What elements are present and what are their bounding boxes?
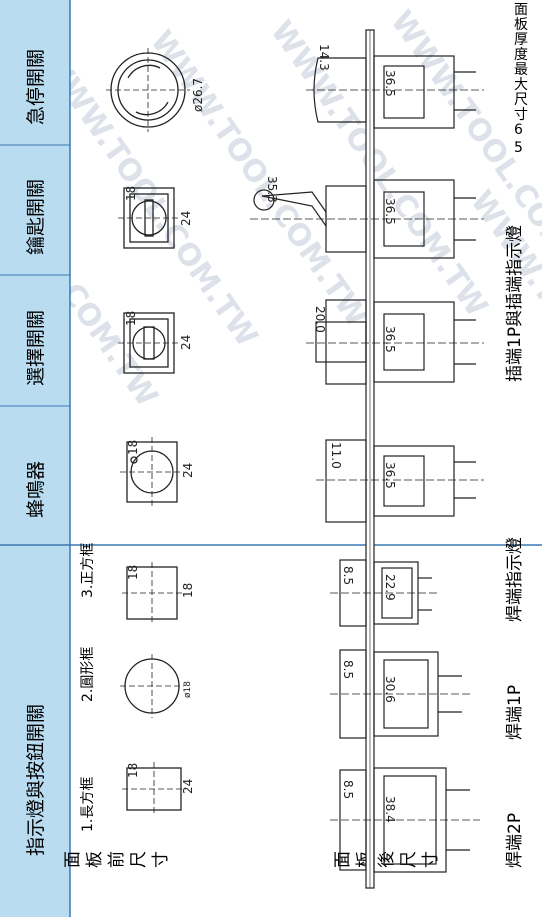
front-row-label: 面 板 前 尺 寸 (63, 851, 171, 868)
back-label-char: 面 (333, 851, 353, 868)
dim-1p-b: 30.6 (383, 676, 397, 703)
front-label-char: 面 (63, 851, 83, 868)
frame-type-square: 3.正方框 (80, 543, 96, 598)
dim-rect-h: 24 (181, 779, 195, 794)
dim-square-w: 18 (126, 565, 140, 580)
dim-key-b: 36.5 (383, 198, 397, 225)
dim-rect-w: 18 (126, 763, 140, 778)
header-key: 鑰匙開關 (25, 179, 47, 255)
back-buzzer-body (325, 439, 367, 523)
dim-key-w: 18 (124, 186, 138, 201)
frame-type-rect: 1.長方框 (80, 777, 96, 832)
dim-estop-d: ø26.7 (191, 78, 205, 112)
dim-selector-h: 24 (179, 335, 193, 350)
front-label-char: 尺 (129, 851, 149, 868)
back-label-char: 寸 (421, 851, 441, 868)
dim-2p-b: 38.4 (383, 796, 397, 823)
dim-selector-b: 36.5 (383, 326, 397, 353)
dim-2p-a: 8.5 (341, 780, 355, 799)
front-label-char: 前 (107, 851, 127, 868)
back-label-char: 後 (377, 851, 397, 868)
dim-key-h: 24 (179, 211, 193, 226)
back-estop-head (313, 57, 367, 123)
dim-round-d: ø18 (183, 681, 193, 698)
header-selector: 選擇開關 (25, 310, 47, 386)
watermark-layer: WWW.TOOL.COM.TW WWW.TOOL.COM.TW WWW.TOOL… (0, 5, 542, 494)
header-band (0, 0, 70, 917)
watermark-text: WWW.TOOL.COM.TW (263, 15, 494, 324)
caption-1p: 焊端1P (505, 685, 525, 740)
caption-lamp: 焊端指示燈 (505, 537, 525, 622)
dim-square-h: 18 (181, 583, 195, 598)
front-label-char: 寸 (151, 851, 171, 868)
dim-estop-a: 14.3 (317, 44, 331, 71)
dim-buzzer-a: 11.0 (329, 442, 343, 469)
header-estop: 急停開關 (25, 49, 47, 125)
back-row-label: 面 板 後 尺 寸 (333, 851, 441, 868)
header-indicator-button: 指示燈與按鈕開關 (25, 704, 47, 856)
watermark-text: WWW.TOOL.COM.TW (143, 25, 374, 334)
dim-selector-w: 18 (124, 311, 138, 326)
dim-lamp-b: 22.9 (383, 574, 397, 601)
dim-key-a: 35.3 (265, 176, 279, 203)
dim-selector-a: 20.0 (313, 306, 327, 333)
front-views (106, 48, 190, 816)
dim-estop-b: 36.5 (383, 70, 397, 97)
dim-buzzer-b: 36.5 (383, 462, 397, 489)
caption-2p: 焊端2P (505, 813, 525, 868)
front-label-char: 板 (85, 851, 105, 868)
dim-1p-a: 8.5 (341, 660, 355, 679)
dim-buzzer-w: 18 (126, 440, 140, 455)
back-views (250, 55, 484, 873)
dim-lamp-a: 8.5 (341, 566, 355, 585)
header-buzzer: 蜂鳴器 (25, 461, 47, 518)
caption-plug: 插端1P與插端指示燈 (505, 225, 525, 382)
back-label-char: 尺 (399, 851, 419, 868)
dim-buzzer-h: 24 (181, 463, 195, 478)
frame-type-round: 2.圓形框 (80, 647, 96, 702)
